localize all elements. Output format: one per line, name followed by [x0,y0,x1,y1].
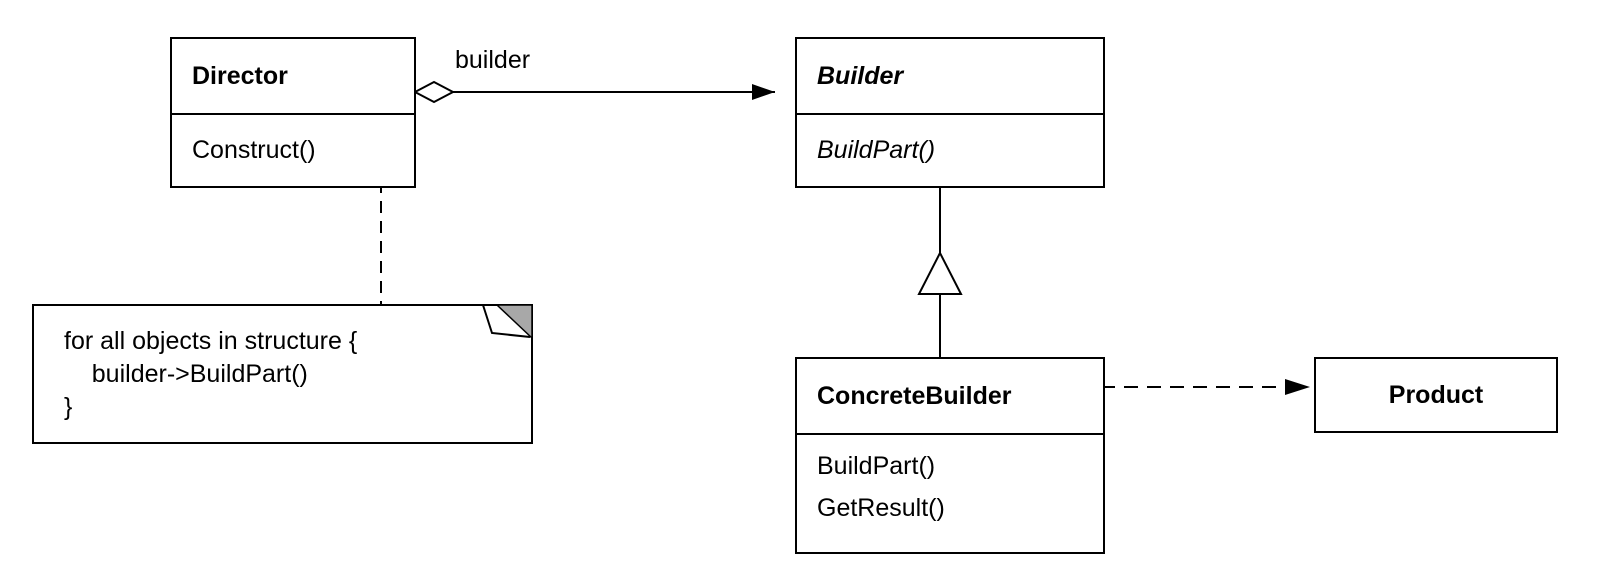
builder-operations: BuildPart() [797,115,1103,186]
note-fold-corner-icon [495,304,533,340]
director-class-name: Director [172,39,414,115]
product-class-name: Product [1388,380,1484,409]
director-operations: Construct() [172,115,414,186]
note-line: builder->BuildPart() [64,360,308,388]
builder-operation: BuildPart() [817,136,936,164]
concrete-builder-class-name: ConcreteBuilder [797,359,1103,435]
dependency-arrowhead-icon [1285,379,1310,395]
product-class-box: Product [1314,357,1558,433]
concrete-builder-class-box: ConcreteBuilder BuildPart() GetResult() [795,357,1105,554]
note-line: } [64,393,73,421]
inheritance-triangle-icon [917,250,963,295]
builder-class-box: Builder BuildPart() [795,37,1105,188]
note-box [32,304,533,444]
builder-class-name: Builder [797,39,1103,115]
association-role-label: builder [455,46,531,74]
association-arrowhead-icon [752,84,775,100]
concrete-builder-operations: BuildPart() GetResult() [797,435,1103,552]
concrete-builder-operation: BuildPart() [817,452,936,480]
note-line: for all objects in structure { [64,327,358,355]
note-text: for all objects in structure { builder->… [64,325,357,424]
aggregation-diamond-icon [412,80,456,104]
note-fold-edge [482,304,531,338]
concrete-builder-operation: GetResult() [817,494,945,522]
director-operation: Construct() [192,136,316,164]
director-class-box: Director Construct() [170,37,416,188]
